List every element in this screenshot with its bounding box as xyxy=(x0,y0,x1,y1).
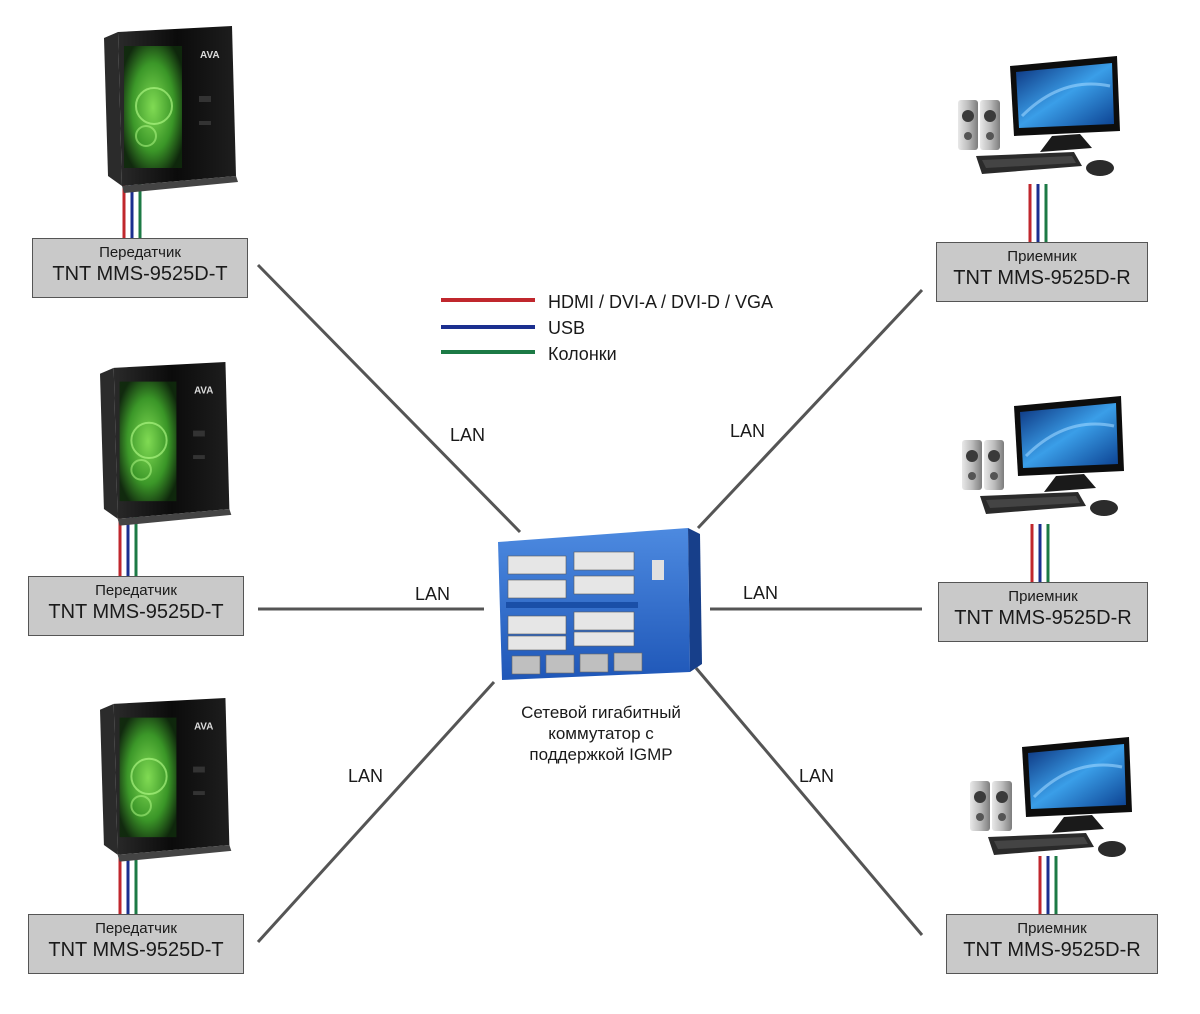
receiver-role: Приемник xyxy=(1007,248,1077,265)
lan-links xyxy=(256,263,924,944)
receiver-box: Приемник TNT MMS-9525D-R xyxy=(938,582,1148,642)
monitor-workstation-icon xyxy=(956,54,1122,178)
receiver-box: Приемник TNT MMS-9525D-R xyxy=(946,914,1158,974)
transmitter-role: Передатчик xyxy=(95,582,177,599)
desktop-tower-icon xyxy=(103,25,239,194)
receiver-model: TNT MMS-9525D-R xyxy=(954,607,1132,629)
lan-link-line xyxy=(256,680,496,944)
transmitter-box: Передатчик TNT MMS-9525D-T xyxy=(32,238,248,298)
lan-label-middle-right: LAN xyxy=(743,583,779,603)
network-switch-icon xyxy=(498,528,702,680)
receiver-model: TNT MMS-9525D-R xyxy=(953,267,1131,289)
transmitter-box: Передатчик TNT MMS-9525D-T xyxy=(28,576,244,636)
legend-label-usb: USB xyxy=(548,318,586,338)
lan-link-line xyxy=(694,667,924,936)
receiver-box: Приемник TNT MMS-9525D-R xyxy=(936,242,1148,302)
transmitter-model: TNT MMS-9525D-T xyxy=(48,601,224,623)
lan-label-top-left: LAN xyxy=(450,425,486,445)
transmitter-box: Передатчик TNT MMS-9525D-T xyxy=(28,914,244,974)
legend-label-video: HDMI / DVI-A / DVI-D / VGA xyxy=(548,292,774,312)
legend-label-speakers: Колонки xyxy=(548,344,617,364)
transmitter-model: TNT MMS-9525D-T xyxy=(48,939,224,961)
legend-swatches xyxy=(441,298,535,354)
lan-label-middle-left: LAN xyxy=(415,584,451,604)
transmitter-role: Передатчик xyxy=(99,244,181,261)
lan-label-bottom-left: LAN xyxy=(348,766,384,786)
lan-link-line xyxy=(256,263,522,534)
monitor-workstation-icon xyxy=(960,394,1126,518)
device-cables xyxy=(118,180,1058,914)
lan-label-bottom-right: LAN xyxy=(799,766,835,786)
lan-link-line xyxy=(696,288,924,530)
desktop-tower-icon xyxy=(99,361,233,527)
receiver-role: Приемник xyxy=(1017,920,1087,937)
switch-caption-line: Сетевой гигабитный xyxy=(521,703,681,722)
monitor-workstation-icon xyxy=(968,735,1134,859)
desktop-tower-icon xyxy=(99,697,233,863)
transmitter-role: Передатчик xyxy=(95,920,177,937)
transmitter-model: TNT MMS-9525D-T xyxy=(52,263,228,285)
switch-caption: Сетевой гигабитный коммутатор с поддержк… xyxy=(490,702,712,765)
switch-caption-line: поддержкой IGMP xyxy=(529,745,673,764)
lan-label-top-right: LAN xyxy=(730,421,766,441)
receiver-role: Приемник xyxy=(1008,588,1078,605)
receiver-model: TNT MMS-9525D-R xyxy=(963,939,1141,961)
switch-caption-line: коммутатор с xyxy=(548,724,654,743)
